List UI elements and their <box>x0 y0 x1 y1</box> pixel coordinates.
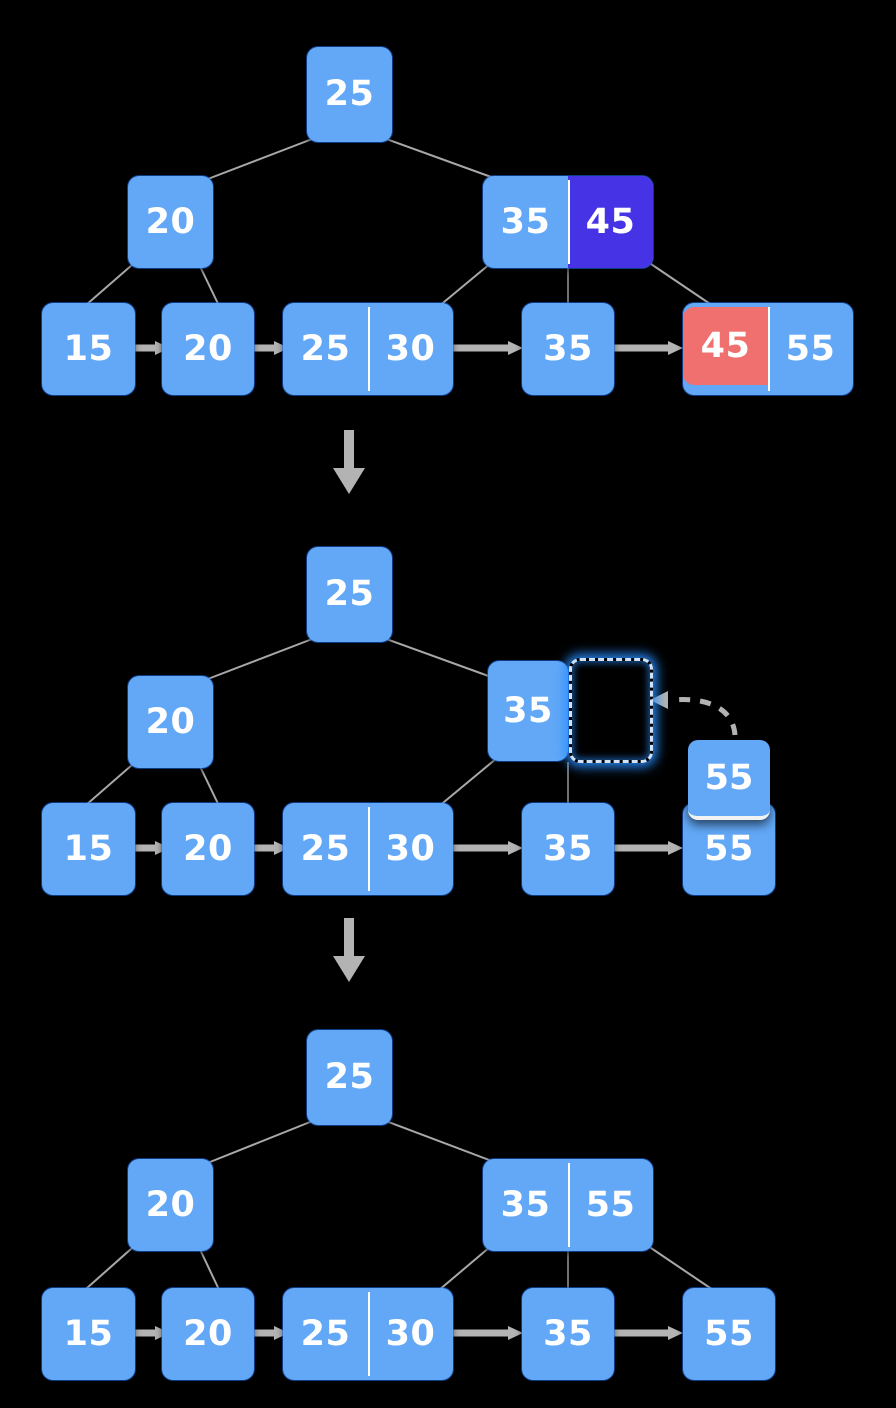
node-cell: 25 <box>300 1313 351 1354</box>
arrow-shaft <box>344 430 354 470</box>
leaf-node[interactable]: 15 <box>42 1288 135 1380</box>
node-cell: 30 <box>368 303 453 395</box>
node-cell: 25 <box>324 74 375 114</box>
node-cell: 20 <box>145 1184 196 1225</box>
leaf-node[interactable]: 20 <box>162 303 254 395</box>
internal-node-right[interactable]: 35 45 <box>483 176 653 268</box>
leaf-node[interactable]: 20 <box>162 1288 254 1380</box>
leaf-node[interactable]: 35 <box>522 303 614 395</box>
node-cell: 20 <box>183 1313 233 1354</box>
internal-node-right[interactable]: 35 55 <box>483 1159 653 1251</box>
node-cell: 20 <box>145 201 196 242</box>
internal-node-left[interactable]: 20 <box>128 176 213 268</box>
internal-node-right[interactable]: 35 <box>488 661 568 761</box>
node-cell: 35 <box>500 1184 551 1225</box>
node-cell: 55 <box>568 1159 653 1251</box>
root-node[interactable]: 25 <box>307 547 392 642</box>
leaf-link-arrowhead <box>508 841 523 855</box>
node-cell: 30 <box>368 1288 453 1380</box>
panel-before: 25 20 35 45 15 20 25 30 35 45 55 <box>0 0 896 470</box>
node-cell: 55 <box>704 828 754 869</box>
leaf-node[interactable]: 45 55 <box>683 303 853 395</box>
node-cell: 35 <box>543 828 593 869</box>
leaf-node[interactable]: 25 30 <box>283 303 453 395</box>
node-cell: 55 <box>768 303 853 395</box>
leaf-link-arrowhead <box>668 841 683 855</box>
panel-during: 25 20 35 15 20 25 30 35 55 55 <box>0 530 896 930</box>
leaf-node[interactable]: 35 <box>522 803 614 895</box>
node-cell: 15 <box>63 828 114 869</box>
node-cell: 25 <box>300 328 351 369</box>
node-cell: 25 <box>324 574 375 614</box>
node-cell: 15 <box>63 1313 114 1354</box>
node-cell: 20 <box>145 701 196 742</box>
leaf-node[interactable]: 15 <box>42 303 135 395</box>
node-cell: 55 <box>704 1313 754 1354</box>
node-cell: 15 <box>63 328 114 369</box>
leaf-link-arrowhead <box>508 341 523 355</box>
leaf-node[interactable]: 35 <box>522 1288 614 1380</box>
floating-key-chip[interactable]: 55 <box>688 740 770 820</box>
node-cell-highlighted-red: 45 <box>683 307 768 385</box>
edge-root-to-internal-left <box>199 1117 321 1167</box>
arrow-head <box>333 956 365 982</box>
internal-node-left[interactable]: 20 <box>128 676 213 768</box>
leaf-node[interactable]: 25 30 <box>283 1288 453 1380</box>
root-node[interactable]: 25 <box>307 47 392 142</box>
node-cell: 35 <box>503 690 553 731</box>
leaf-node[interactable]: 55 <box>683 1288 775 1380</box>
node-cell: 20 <box>183 328 233 369</box>
transition-arrow-1 <box>333 430 365 494</box>
leaf-node[interactable]: 20 <box>162 803 254 895</box>
root-node[interactable]: 25 <box>307 1030 392 1125</box>
node-cell: 35 <box>500 201 551 242</box>
node-cell-highlighted-indigo: 45 <box>568 176 653 268</box>
empty-key-slot[interactable] <box>569 658 653 763</box>
leaf-link-arrowhead <box>668 1326 683 1340</box>
node-cell: 20 <box>183 828 233 869</box>
edge-root-to-internal-left <box>199 635 321 683</box>
node-cell: 35 <box>543 1313 593 1354</box>
edge-root-to-internal-left <box>199 135 321 183</box>
node-cell: 25 <box>300 828 351 869</box>
leaf-link-arrowhead <box>508 1326 523 1340</box>
node-cell: 25 <box>324 1057 375 1097</box>
leaf-node[interactable]: 25 30 <box>283 803 453 895</box>
promotion-dashed-arrow <box>671 697 738 736</box>
node-cell: 35 <box>543 328 593 369</box>
panel-after: 25 20 35 55 15 20 25 30 35 55 <box>0 1018 896 1408</box>
node-cell: 30 <box>368 803 453 895</box>
internal-node-left[interactable]: 20 <box>128 1159 213 1251</box>
transition-arrow-2 <box>333 918 365 982</box>
leaf-node[interactable]: 15 <box>42 803 135 895</box>
edge-root-to-internal-right <box>377 635 506 683</box>
arrow-shaft <box>344 918 354 958</box>
arrow-head <box>333 468 365 494</box>
leaf-link-arrowhead <box>668 341 683 355</box>
